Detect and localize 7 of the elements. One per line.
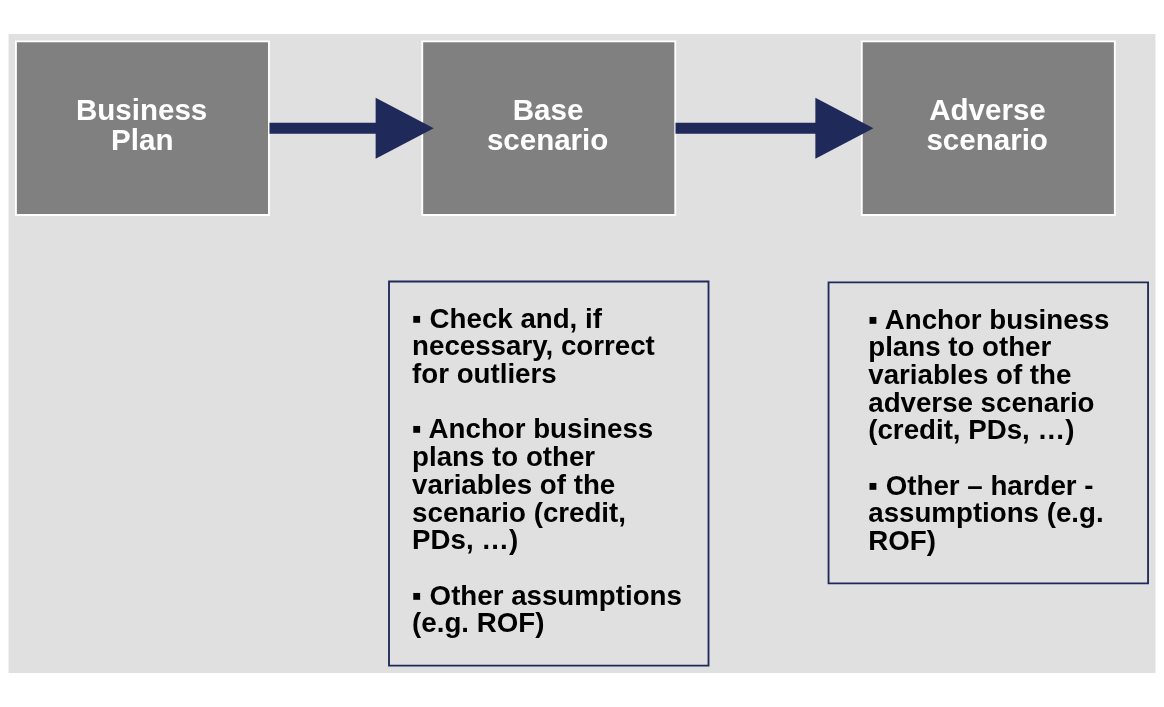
arrow — [675, 97, 874, 159]
node-box: Base scenario — [421, 40, 677, 216]
node-box: Business Plan — [15, 40, 270, 216]
node-box: Adverse scenario — [860, 40, 1116, 216]
node-box: ▪ Anchor business plans to other variables of the adverse scenario (credit, PDs, …) ▪ Other – harder - assumptions (e.g. ROF) — [827, 281, 1149, 585]
arrow — [269, 97, 434, 159]
node-box: ▪ Check and, if necessary, correct for outliers ▪ Anchor business plans to other variables of the scenario (credit, PDs, …) ▪ Other assumptions (e.g. ROF) — [388, 280, 710, 667]
